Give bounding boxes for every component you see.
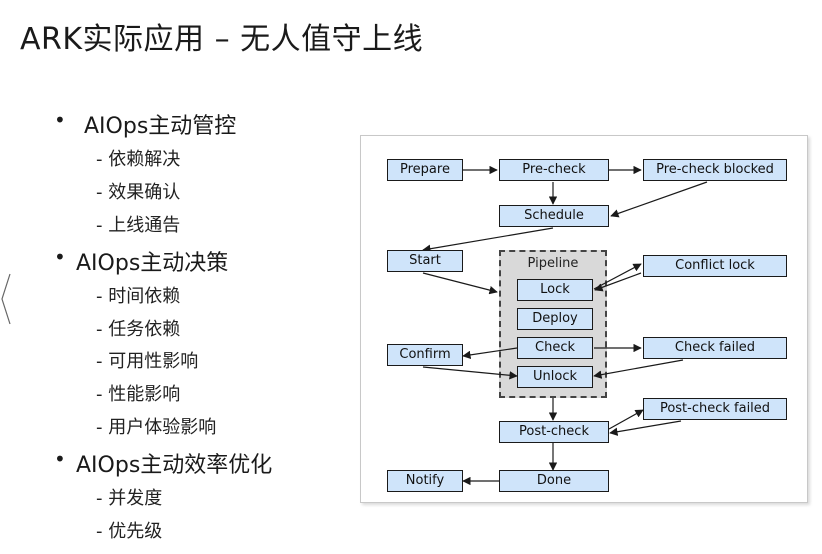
arrow-lock-conflict xyxy=(593,263,642,290)
node-precheck: Pre-check xyxy=(499,159,609,181)
edge-chevron-icon xyxy=(1,273,11,325)
node-lock: Lock xyxy=(517,279,593,301)
arrow-blocked-schedule xyxy=(610,181,708,218)
arrow-confirm-unlock xyxy=(422,366,518,380)
sub-item: - 上线通告 xyxy=(96,215,181,236)
arrow-schedule-start xyxy=(422,227,554,253)
bullet-dot: • xyxy=(54,447,66,471)
node-deploy: Deploy xyxy=(517,308,593,330)
bullet-aiops-decision: AIOps主动决策 xyxy=(76,251,229,276)
sub-item: - 用户体验影响 xyxy=(96,417,217,438)
sub-item: - 效果确认 xyxy=(96,182,181,203)
sub-item: - 任务依赖 xyxy=(96,319,181,340)
node-check: Check xyxy=(517,337,593,359)
workflow-diagram: Pipeline Prepare Pre-ch xyxy=(360,135,808,503)
node-schedule: Schedule xyxy=(499,205,609,227)
bullet-aiops-control: AIOps主动管控 xyxy=(84,114,237,139)
node-start: Start xyxy=(387,250,463,272)
node-precheck-blocked: Pre-check blocked xyxy=(643,159,787,181)
arrow-start-lock xyxy=(422,272,498,295)
node-postcheck-failed: Post-check failed xyxy=(643,398,787,420)
slide-title: ARK实际应用 – 无人值守上线 xyxy=(20,22,424,57)
arrow-postcheck-failed xyxy=(608,409,644,430)
node-notify: Notify xyxy=(387,470,463,492)
sub-item: - 并发度 xyxy=(96,488,163,509)
sub-item: - 依赖解决 xyxy=(96,149,181,170)
sub-item: - 性能影响 xyxy=(96,384,181,405)
node-unlock: Unlock xyxy=(517,366,593,388)
node-conflict-lock: Conflict lock xyxy=(643,255,787,277)
arrow-failed-unlock xyxy=(593,359,684,379)
arrow-conflict-lock xyxy=(594,272,642,292)
sub-item: - 时间依赖 xyxy=(96,286,181,307)
bullet-dot: • xyxy=(54,108,66,132)
node-confirm: Confirm xyxy=(387,344,463,366)
bullet-aiops-efficiency: AIOps主动效率优化 xyxy=(76,453,273,478)
pipeline-label: Pipeline xyxy=(527,256,579,271)
sub-item: - 优先级 xyxy=(96,521,163,542)
node-postcheck: Post-check xyxy=(499,421,609,443)
sub-item: - 可用性影响 xyxy=(96,351,199,372)
node-check-failed: Check failed xyxy=(643,337,787,359)
flow-arrows xyxy=(422,165,708,486)
arrow-failed-postcheck xyxy=(609,420,682,436)
node-done: Done xyxy=(499,470,609,492)
bullet-dot: • xyxy=(54,245,66,269)
node-prepare: Prepare xyxy=(387,159,463,181)
arrow-check-confirm xyxy=(462,347,518,360)
